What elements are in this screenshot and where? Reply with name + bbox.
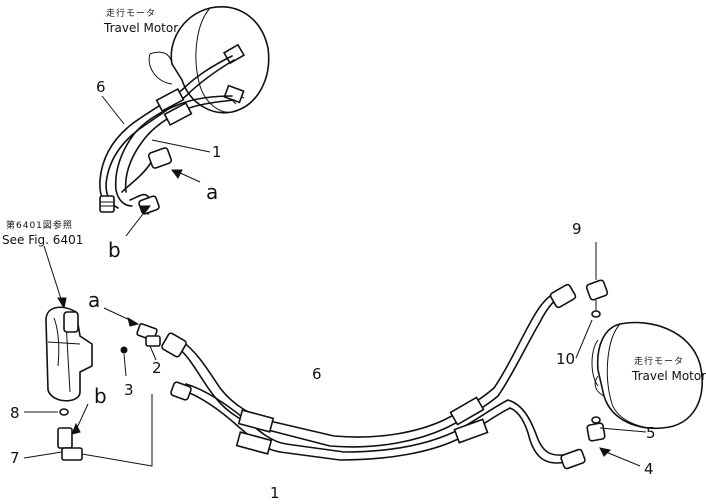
part-8-label: 8	[10, 404, 20, 422]
callout-a-left: a	[88, 288, 101, 312]
callout-b-top: b	[108, 238, 121, 262]
part-6-bottom-label: 6	[312, 365, 322, 383]
travel-motor-top-en-label: Travel Motor	[104, 21, 179, 35]
part-10-label: 10	[556, 350, 576, 368]
travel-motor-right	[575, 242, 703, 467]
travel-motor-right-en-label: Travel Motor	[632, 369, 706, 383]
hose-assembly-top	[99, 55, 235, 215]
part-4-label: 4	[644, 460, 654, 478]
part-9-label: 9	[572, 220, 582, 238]
hose-assembly-bottom	[161, 283, 586, 470]
see-fig-jp-label: 第6401図参照	[6, 221, 73, 231]
fittings-bottom-left	[23, 394, 153, 467]
fittings-left	[103, 307, 161, 377]
callout-b-left: b	[94, 384, 107, 408]
part-2-label: 2	[152, 359, 162, 377]
part-7-label: 7	[10, 449, 20, 467]
part-3-label: 3	[124, 381, 134, 399]
callout-a-top: a	[206, 180, 219, 204]
part-6-top-label: 6	[96, 78, 106, 96]
travel-motor-top-jp-label: 走行モータ	[106, 9, 157, 19]
part-5-label: 5	[646, 424, 656, 442]
part-1-top-label: 1	[212, 143, 222, 161]
see-fig-en-label: See Fig. 6401	[2, 233, 84, 247]
valve-left	[43, 245, 93, 402]
leaders-top	[101, 95, 211, 237]
travel-motor-right-jp-label: 走行モータ	[634, 357, 685, 367]
part-1-bottom-label: 1	[270, 484, 280, 502]
